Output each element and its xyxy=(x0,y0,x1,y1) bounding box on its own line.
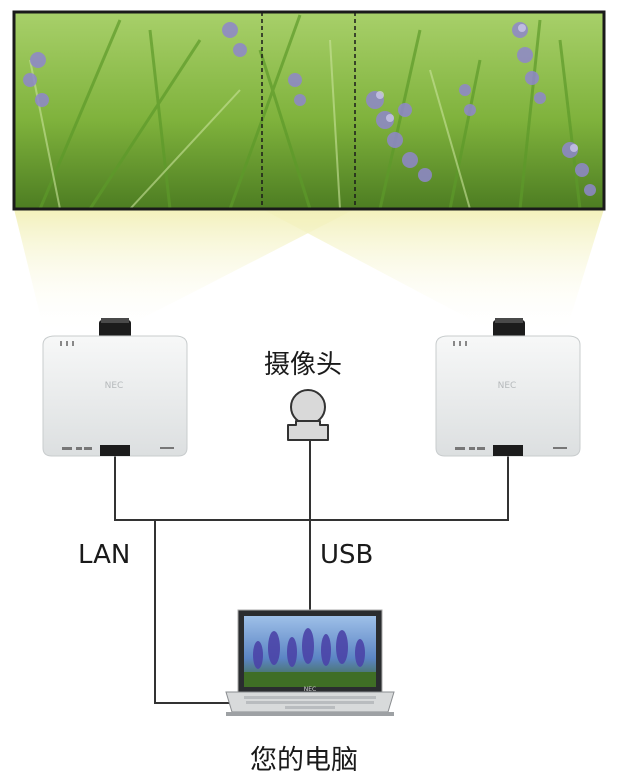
lan-label: LAN xyxy=(78,540,131,570)
right-projector xyxy=(435,318,581,457)
lan-cable-to-laptop xyxy=(154,520,232,704)
projected-image xyxy=(14,12,604,209)
right-projection-beam xyxy=(262,209,604,335)
right-projector-logo: NEC xyxy=(498,381,517,391)
left-projector-logo: NEC xyxy=(105,381,124,391)
projection-screen-frame xyxy=(12,10,606,211)
laptop-logo: NEC xyxy=(304,686,316,693)
lan-cable-left xyxy=(114,455,509,521)
camera-label: 摄像头 xyxy=(264,350,343,380)
left-projector xyxy=(42,318,188,457)
computer-label: 您的电脑 xyxy=(250,745,358,776)
camera-icon xyxy=(287,389,329,441)
left-projection-beam xyxy=(14,209,355,335)
cables xyxy=(114,440,509,704)
laptop xyxy=(225,609,395,716)
usb-label: USB xyxy=(320,540,374,570)
